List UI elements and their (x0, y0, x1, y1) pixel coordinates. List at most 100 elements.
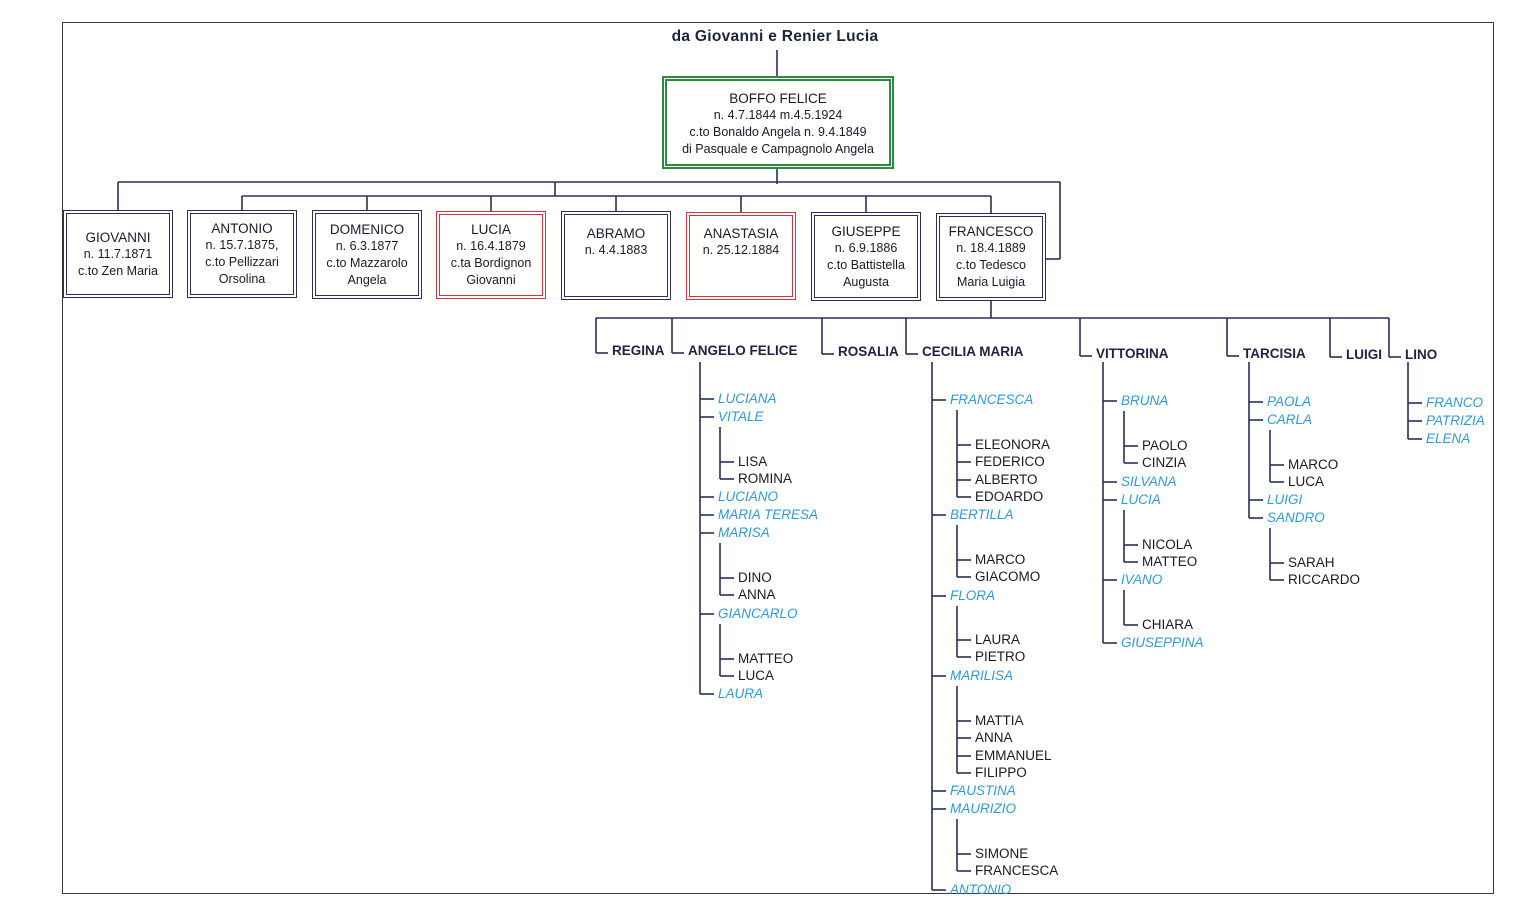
person-detail: n. 15.7.1875, (205, 238, 279, 252)
grandkid-name-anna: ANNA (738, 587, 776, 602)
person-name: DOMENICO (329, 222, 405, 237)
person-detail: n. 18.4.1889 (956, 241, 1026, 255)
grandkid-name-luca: LUCA (738, 668, 775, 683)
person-detail: Maria Luigia (956, 275, 1026, 289)
child-name-patrizia: PATRIZIA (1426, 413, 1485, 428)
person-detail: Giovanni (466, 273, 516, 287)
root-person-box: BOFFO FELICE n. 4.7.1844 m.4.5.1924 c.to B… (662, 76, 894, 169)
person-detail: Orsolina (218, 272, 266, 286)
grandkid-name-federico: FEDERICO (975, 454, 1045, 469)
grandkid-name-laura: LAURA (975, 632, 1021, 647)
child-name-laura: LAURA (718, 686, 764, 701)
grandkid-name-anna: ANNA (975, 730, 1013, 745)
child-name-franco: FRANCO (1426, 395, 1483, 410)
grandchild-label-luigi: LUIGI (1346, 347, 1382, 362)
grandkid-name-edoardo: EDOARDO (975, 489, 1044, 504)
grandkid-name-paolo: PAOLO (1142, 438, 1188, 453)
child-name-luciana: LUCIANA (718, 391, 777, 406)
person-name: ANTONIO (211, 221, 273, 236)
person-detail: Angela (347, 273, 387, 287)
grandchild-label-regina: REGINA (612, 343, 665, 358)
person-detail: c.to Tedesco (956, 258, 1026, 272)
child-name-silvana: SILVANA (1121, 474, 1177, 489)
person-detail: c.to Zen Maria (78, 264, 158, 278)
person-detail: c.to Battistella (827, 258, 905, 272)
child-name-giuseppina: GIUSEPPINA (1121, 635, 1204, 650)
person-detail: n. 4.4.1883 (584, 243, 648, 257)
child-name-vitale: VITALE (718, 409, 764, 424)
grandkid-name-cinzia: CINZIA (1142, 455, 1187, 470)
child-name-ivano: IVANO (1121, 572, 1163, 587)
grandkid-name-mattia: MATTIA (975, 713, 1024, 728)
child-name-carla: CARLA (1267, 412, 1313, 427)
grandkid-name-francesca: FRANCESCA (975, 863, 1059, 878)
grandkid-name-romina: ROMINA (738, 471, 792, 486)
grandchild-label-vittorina: VITTORINA (1096, 346, 1169, 361)
child-name-flora: FLORA (950, 588, 996, 603)
grandkid-name-dino: DINO (738, 570, 772, 585)
grandkid-name-emmanuel: EMMANUEL (975, 748, 1052, 763)
grandkid-name-riccardo: RICCARDO (1288, 572, 1361, 587)
person-detail: n. 25.12.1884 (702, 243, 780, 257)
person-detail: c.to Pellizzari (205, 255, 279, 269)
child-name-maria-teresa: MARIA TERESA (718, 507, 819, 522)
child-box-abramo: ABRAMO n. 4.4.1883 (561, 211, 671, 300)
child-box-giovanni: GIOVANNI n. 11.7.1871 c.to Zen Maria (63, 210, 173, 298)
person-detail: c.to Mazzarolo (326, 256, 408, 270)
person-detail: n. 4.7.1844 m.4.5.1924 (713, 108, 843, 122)
grandchild-label-rosalia: ROSALIA (838, 344, 899, 359)
person-name: FRANCESCO (948, 224, 1034, 239)
grandkid-name-matteo: MATTEO (1142, 554, 1198, 569)
grandchild-label-lino: LINO (1405, 347, 1438, 362)
grandkid-name-lisa: LISA (738, 454, 768, 469)
person-name: GIUSEPPE (831, 224, 901, 239)
person-name: BOFFO FELICE (729, 91, 827, 106)
person-detail: di Pasquale e Campagnolo Angela (682, 142, 874, 156)
child-name-lucia: LUCIA (1121, 492, 1161, 507)
person-detail: n. 6.3.1877 (335, 239, 399, 253)
person-name: GIOVANNI (85, 230, 151, 245)
grandkid-name-eleonora: ELEONORA (975, 437, 1051, 452)
grandkid-name-alberto: ALBERTO (975, 472, 1038, 487)
grandkid-name-matteo: MATTEO (738, 651, 794, 666)
diagram-frame (62, 22, 1494, 894)
grandkid-name-simone: SIMONE (975, 846, 1029, 861)
grandkid-name-pietro: PIETRO (975, 649, 1026, 664)
grandchild-label-tarcisia: TARCISIA (1243, 346, 1306, 361)
child-name-giancarlo: GIANCARLO (718, 606, 798, 621)
child-name-maurizio: MAURIZIO (950, 801, 1016, 816)
child-name-faustina: FAUSTINA (950, 783, 1016, 798)
grandkid-name-filippo: FILIPPO (975, 765, 1027, 780)
child-name-francesca: FRANCESCA (950, 392, 1034, 407)
grandchild-label-cecilia-maria: CECILIA MARIA (922, 344, 1024, 359)
person-detail: c.to Bonaldo Angela n. 9.4.1849 (689, 125, 867, 139)
grandkid-name-nicola: NICOLA (1142, 537, 1193, 552)
person-detail: c.ta Bordignon (450, 256, 532, 270)
child-name-bruna: BRUNA (1121, 393, 1169, 408)
child-name-antonio: ANTONIO (950, 882, 1012, 897)
person-name: LUCIA (471, 222, 511, 237)
grandkid-name-chiara: CHIARA (1142, 617, 1194, 632)
child-name-luigi: LUIGI (1267, 492, 1303, 507)
grandchild-label-angelo-felice: ANGELO FELICE (688, 343, 798, 358)
grandkid-name-luca: LUCA (1288, 474, 1325, 489)
person-detail: n. 16.4.1879 (456, 239, 526, 253)
grandkid-name-marco: MARCO (1288, 457, 1339, 472)
person-name: ABRAMO (586, 226, 646, 241)
child-name-sandro: SANDRO (1267, 510, 1325, 525)
grandkid-name-giacomo: GIACOMO (975, 569, 1041, 584)
person-detail: n. 6.9.1886 (834, 241, 898, 255)
child-name-paola: PAOLA (1267, 394, 1312, 409)
person-detail: n. 11.7.1871 (83, 247, 153, 261)
grandkid-name-sarah: SARAH (1288, 555, 1335, 570)
child-name-elena: ELENA (1426, 431, 1471, 446)
child-name-bertilla: BERTILLA (950, 507, 1014, 522)
